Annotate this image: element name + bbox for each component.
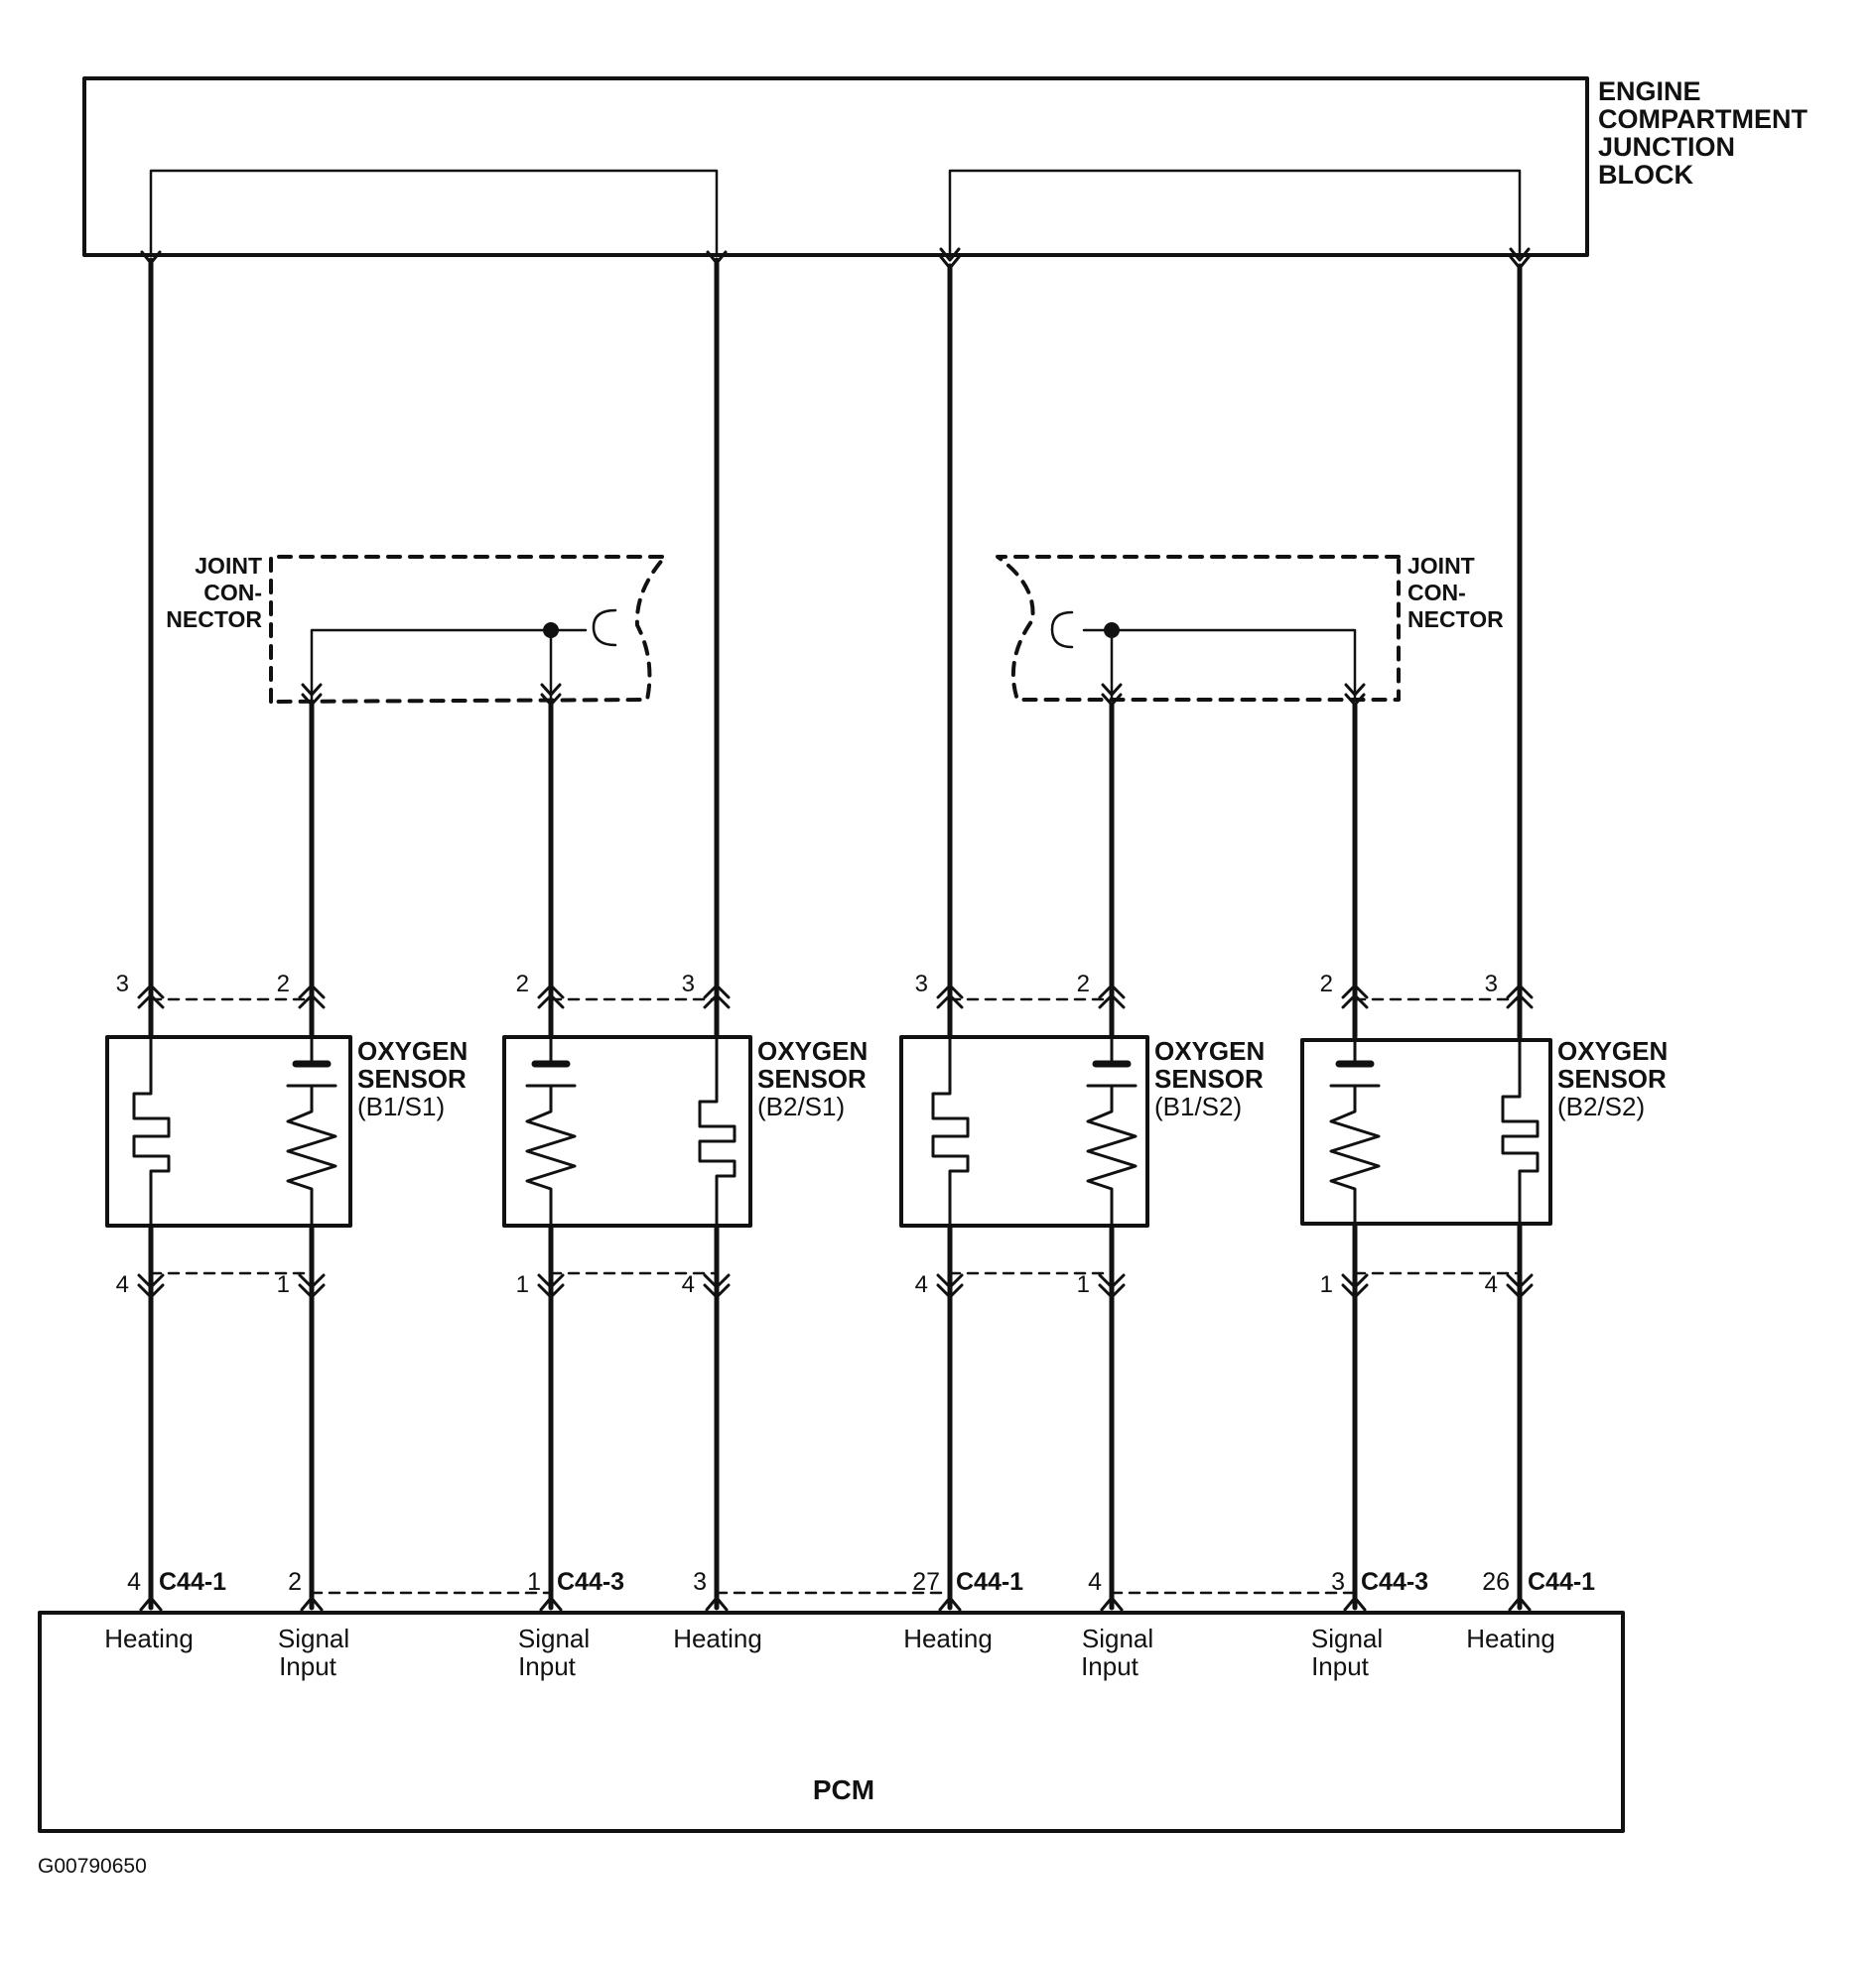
sensor-3-sub: (B1/S2) (1154, 1092, 1242, 1121)
sensor-2-name-2: SENSOR (757, 1064, 867, 1094)
joint-connector-left-label-1: JOINT (195, 553, 262, 579)
pcm-terminals (139, 1596, 1532, 1612)
pcm-pin-number: 4 (1088, 1568, 1102, 1596)
sensor-1-name-1: OXYGEN (357, 1036, 468, 1066)
junction-block-label-4: BLOCK (1598, 160, 1693, 190)
pcm-connector-id: C44-3 (1361, 1568, 1428, 1596)
sensor-1-sub: (B1/S1) (357, 1092, 445, 1121)
pcm-pin-label: Signal (278, 1624, 349, 1653)
pcm-pin-label: Signal (1082, 1624, 1153, 1653)
sensor-3-name-1: OXYGEN (1154, 1036, 1265, 1066)
pcm-pin-number: 26 (1482, 1568, 1510, 1596)
pin-number: 1 (516, 1271, 529, 1298)
pcm-connector-id: C44-1 (956, 1568, 1023, 1596)
pin-number: 2 (516, 971, 529, 997)
sensor-connectors (149, 997, 1522, 1275)
pin-number: 3 (682, 971, 695, 997)
sensor-3-name-2: SENSOR (1154, 1064, 1264, 1094)
oxygen-sensor-b1s1 (105, 1035, 352, 1228)
pcm-pin-label: Heating (104, 1624, 194, 1653)
pcm-pin-label: Input (1081, 1651, 1139, 1681)
sensor-4-name-2: SENSOR (1557, 1064, 1667, 1094)
pin-number: 4 (116, 1271, 129, 1298)
junction-block-label-3: JUNCTION (1598, 132, 1735, 162)
pin-number: 4 (682, 1271, 695, 1298)
joint-connector-right (996, 555, 1401, 707)
junction-block-box (82, 76, 1589, 257)
pcm-connector-id: C44-1 (1528, 1568, 1595, 1596)
junction-bus-right (948, 169, 1522, 257)
oxygen-sensor-b2s2 (1300, 1038, 1552, 1226)
pcm-pin-number: 3 (693, 1568, 707, 1596)
sensor-4-sub: (B2/S2) (1557, 1092, 1645, 1121)
sensor-2-sub: (B2/S1) (757, 1092, 845, 1121)
splice-dot-left (543, 622, 559, 638)
pin-number: 3 (1485, 971, 1498, 997)
pin-number: 2 (1320, 971, 1333, 997)
pcm-connector-id: C44-3 (557, 1568, 624, 1596)
junction-block-label-2: COMPARTMENT (1598, 104, 1808, 134)
pcm-pin-label: Input (1311, 1651, 1370, 1681)
pin-number: 2 (1077, 971, 1090, 997)
oxygen-sensor-b1s2 (899, 1035, 1149, 1228)
figure-id: G00790650 (38, 1855, 147, 1878)
junction-bus-left (149, 169, 719, 257)
joint-connector-right-label-1: JOINT (1407, 553, 1475, 579)
junction-block-label-1: ENGINE (1598, 76, 1701, 106)
sensor-1-name-2: SENSOR (357, 1064, 467, 1094)
pcm-pin-number: 27 (912, 1568, 940, 1596)
pin-number: 1 (1077, 1271, 1090, 1298)
pcm-pin-label: Signal (518, 1624, 590, 1653)
pcm-pin-label: Input (279, 1651, 337, 1681)
pcm-pin-label: Signal (1311, 1624, 1383, 1653)
joint-connector-left (269, 555, 667, 707)
pin-number: 1 (1320, 1271, 1333, 1298)
pcm-title: PCM (813, 1774, 874, 1805)
pcm-box (38, 1611, 1625, 1833)
joint-connector-left-label-2: CON- (203, 580, 262, 605)
pcm-pin-number: 3 (1331, 1568, 1345, 1596)
pin-number: 3 (915, 971, 928, 997)
pcm-pin-number: 4 (127, 1568, 141, 1596)
pcm-connector-id: C44-1 (159, 1568, 226, 1596)
splice-dot-right (1104, 622, 1120, 638)
pin-number: 2 (277, 971, 290, 997)
sensor-2-name-1: OXYGEN (757, 1036, 868, 1066)
pin-number: 4 (1485, 1271, 1498, 1298)
pcm-pin-number: 2 (288, 1568, 302, 1596)
pin-number: 1 (277, 1271, 290, 1298)
pcm-pin-number: 1 (527, 1568, 541, 1596)
pcm-pin-label: Heating (903, 1624, 993, 1653)
connector-chevrons (137, 983, 1534, 1299)
pin-number: 3 (116, 971, 129, 997)
wires (148, 257, 1523, 1611)
pcm-pin-label: Heating (673, 1624, 762, 1653)
pcm-pin-label: Input (518, 1651, 577, 1681)
joint-connector-right-label-2: CON- (1407, 580, 1466, 605)
sensor-4-name-1: OXYGEN (1557, 1036, 1668, 1066)
joint-connector-right-label-3: NECTOR (1407, 606, 1504, 632)
oxygen-sensor-b2s1 (502, 1035, 752, 1228)
pcm-pin-label: Heating (1466, 1624, 1555, 1653)
joint-connector-left-label-3: NECTOR (166, 606, 262, 632)
pin-number: 4 (915, 1271, 928, 1298)
